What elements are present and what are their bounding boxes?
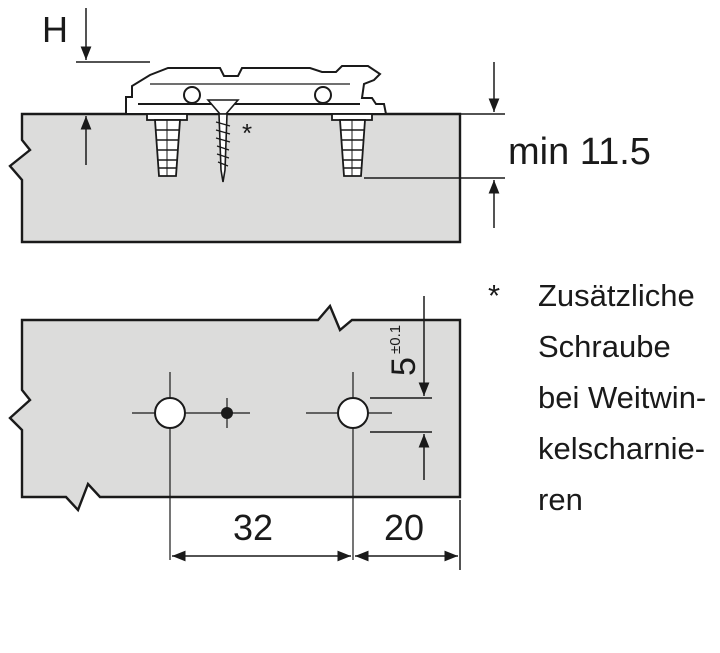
footnote-asterisk: * <box>488 278 501 313</box>
additional-screw <box>206 99 240 183</box>
h-label: H <box>42 9 68 50</box>
offset-label: 5 <box>385 357 423 376</box>
screw-hole-dot <box>221 407 233 419</box>
screw-asterisk: * <box>242 118 252 148</box>
dowel-left <box>146 113 188 177</box>
dimension-20-label: 20 <box>384 507 424 548</box>
hole-left <box>154 397 186 429</box>
footnote-line-5: ren <box>538 482 583 517</box>
bottom-panel-view <box>8 303 462 513</box>
h-dimension <box>76 8 150 165</box>
footnote-line-3: bei Weitwin- <box>538 380 707 415</box>
footnote-line-2: Schraube <box>538 329 671 364</box>
horizontal-dimensions <box>172 500 461 570</box>
dimension-32-label: 32 <box>233 507 273 548</box>
min-depth-dimension <box>364 62 505 228</box>
mounting-plate <box>125 65 388 115</box>
offset-label-group: 5 ±0.1 <box>385 325 423 376</box>
min-depth-label: min 11.5 <box>508 131 651 173</box>
dowel-right <box>331 113 373 177</box>
offset-tolerance: ±0.1 <box>387 325 404 354</box>
offset-dimension <box>370 296 432 480</box>
hole-right <box>337 397 369 429</box>
footnote-line-1: Zusätzliche <box>538 278 695 313</box>
footnote-line-4: kelscharnie- <box>538 431 706 466</box>
